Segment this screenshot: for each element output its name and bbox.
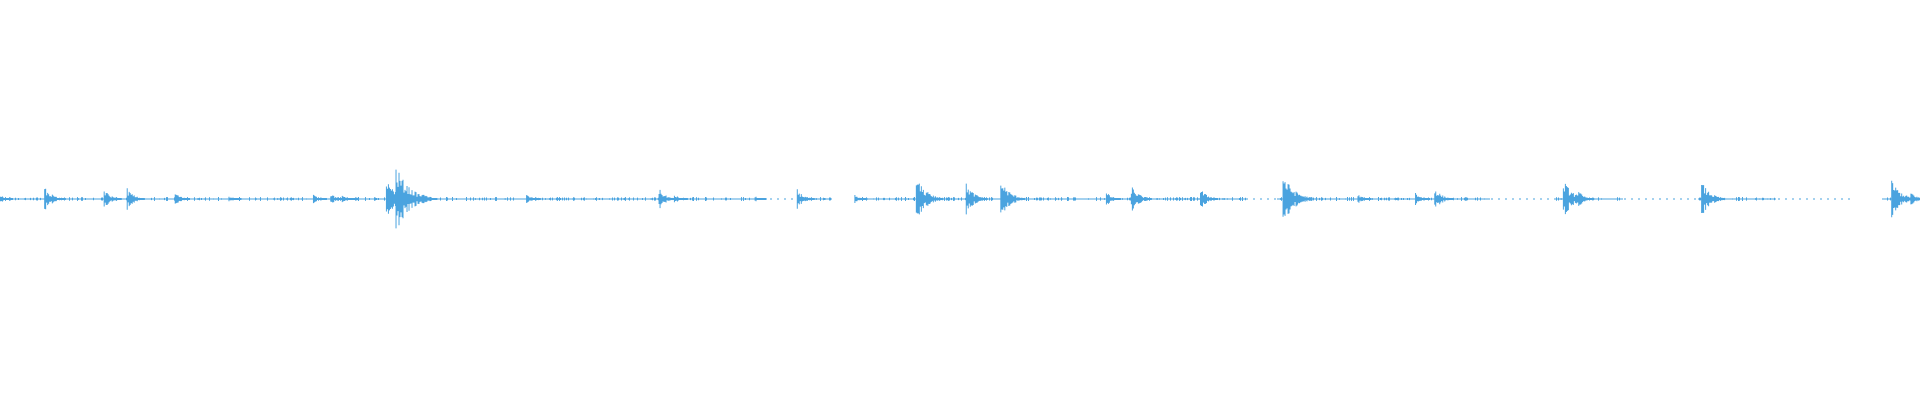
waveform-burst (1708, 195, 1723, 203)
waveform-burst (174, 194, 190, 204)
waveform-burst (312, 194, 327, 204)
waveform-burst (658, 189, 677, 209)
waveform-burst (754, 196, 767, 202)
waveform-burst (1910, 193, 1920, 205)
waveform-burst (854, 195, 868, 203)
waveform-burst (0, 196, 13, 202)
waveform-burst (1578, 192, 1595, 206)
waveform-burst (927, 192, 944, 206)
waveform-burst (103, 191, 122, 207)
waveform-burst (1130, 187, 1152, 211)
waveform-burst (422, 194, 438, 204)
waveform-burst (1200, 191, 1218, 207)
waveform-burst (965, 183, 988, 215)
waveform-burst (1415, 192, 1431, 206)
waveform-burst (673, 195, 688, 203)
waveform-burst (1357, 195, 1372, 203)
waveform-burst (51, 194, 66, 204)
waveform-burst (126, 188, 145, 210)
waveform-burst (1000, 185, 1026, 213)
waveform-burst (341, 195, 356, 203)
waveform-burst (1296, 193, 1312, 205)
waveform-burst (1434, 191, 1454, 207)
waveform-burst (796, 189, 815, 209)
waveform-burst (526, 195, 541, 203)
waveform-burst (1105, 193, 1121, 205)
waveform-burst (228, 196, 242, 202)
